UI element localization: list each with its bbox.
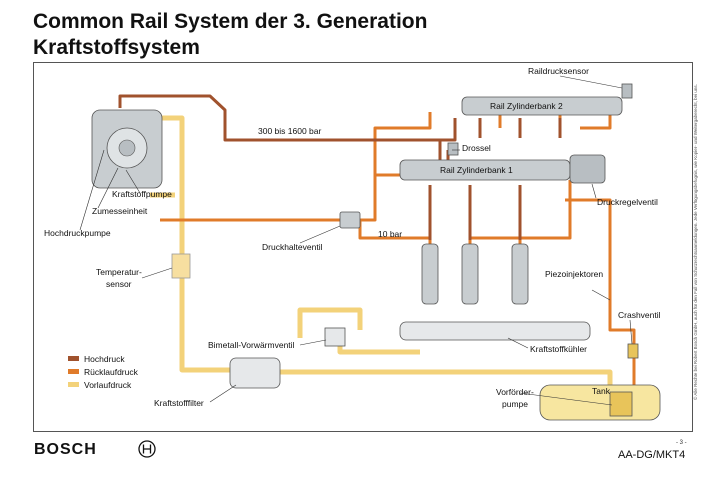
department-code: AA-DG/MKT4 (618, 449, 686, 461)
crashventil-body (627, 343, 639, 359)
label-zumesseinheit: Zumesseinheit (92, 206, 148, 216)
raildrucksensor-body (621, 83, 633, 99)
vorfoerderpumpe-body (609, 391, 633, 417)
rail-zylinderbank-2 (461, 83, 633, 116)
tank-body (539, 384, 661, 421)
label-rail-zylinderbank-2: Rail Zylinderbank 2 (490, 101, 563, 111)
druckregelventil-body (569, 154, 606, 184)
label-vorfoerderpumpe-2: pumpe (502, 399, 528, 409)
label-tank: Tank (592, 386, 611, 396)
bosch-armature-icon (138, 440, 156, 458)
kraftstofffilter-body (229, 357, 281, 389)
temperatursensor-body (171, 253, 191, 279)
label-hochdruckpumpe: Hochdruckpumpe (44, 228, 111, 238)
druckhalteventil-body (339, 211, 361, 229)
supply-lines (150, 115, 613, 388)
legend: Hochdruck Rücklaufdruck Vorlaufdruck (68, 352, 138, 391)
copyright-text: © Alle Rechte bei Robert Bosch GmbH, auc… (693, 84, 698, 400)
label-10-bar: 10 bar (378, 229, 402, 239)
label-kraftstoffkuehler: Kraftstoffkühler (530, 344, 587, 354)
label-kraftstoffpumpe: Kraftstoffpumpe (112, 189, 172, 199)
legend-item-vorlaufdruck: Vorlaufdruck (68, 378, 138, 391)
label-bimetall-vorwaermventil: Bimetall-Vorwärmventil (208, 340, 295, 350)
label-piezoinjektoren: Piezoinjektoren (545, 269, 603, 279)
hochdruckpumpe-body (91, 109, 163, 189)
legend-item-ruecklaufdruck: Rücklaufdruck (68, 365, 138, 378)
label-druckregelventil: Druckregelventil (597, 197, 658, 207)
drossel-body (447, 142, 459, 156)
legend-swatch (68, 382, 79, 387)
injector-2 (461, 243, 479, 305)
page-title-line-2: Kraftstoffsystem (33, 36, 200, 59)
label-rail-zylinderbank-1: Rail Zylinderbank 1 (440, 165, 513, 175)
label-pressure-range: 300 bis 1600 bar (258, 126, 321, 136)
legend-label: Vorlaufdruck (84, 379, 132, 390)
label-drossel: Drossel (462, 143, 491, 153)
page-title-line-1: Common Rail System der 3. Generation (33, 10, 428, 33)
bimetall-vorwaermventil-body (324, 327, 346, 347)
piezoinjektoren-group (421, 243, 529, 305)
label-temperatursensor-2: sensor (106, 279, 132, 289)
label-kraftstofffilter: Kraftstofffilter (154, 398, 204, 408)
rail-zylinderbank-1 (399, 142, 606, 184)
label-vorfoerderpumpe-1: Vorförder- (496, 387, 534, 397)
copyright-notice: © Alle Rechte bei Robert Bosch GmbH, auc… (693, 84, 705, 400)
injector-1 (421, 243, 439, 305)
injector-3 (511, 243, 529, 305)
legend-swatch (68, 356, 79, 361)
label-crashventil: Crashventil (618, 310, 661, 320)
label-raildrucksensor: Raildrucksensor (528, 66, 589, 76)
diagram-frame (33, 62, 693, 432)
label-druckhalteventil: Druckhalteventil (262, 242, 323, 252)
page-number: - 3 - (676, 440, 687, 446)
legend-label: Rücklaufdruck (84, 366, 138, 377)
legend-label: Hochdruck (84, 353, 125, 364)
legend-swatch (68, 369, 79, 374)
kraftstoffkuehler-body (399, 321, 591, 341)
label-temperatursensor-1: Temperatur- (96, 267, 142, 277)
legend-item-hochdruck: Hochdruck (68, 352, 138, 365)
bosch-logo-text: BOSCH (34, 441, 97, 458)
leader-lines (79, 75, 633, 406)
